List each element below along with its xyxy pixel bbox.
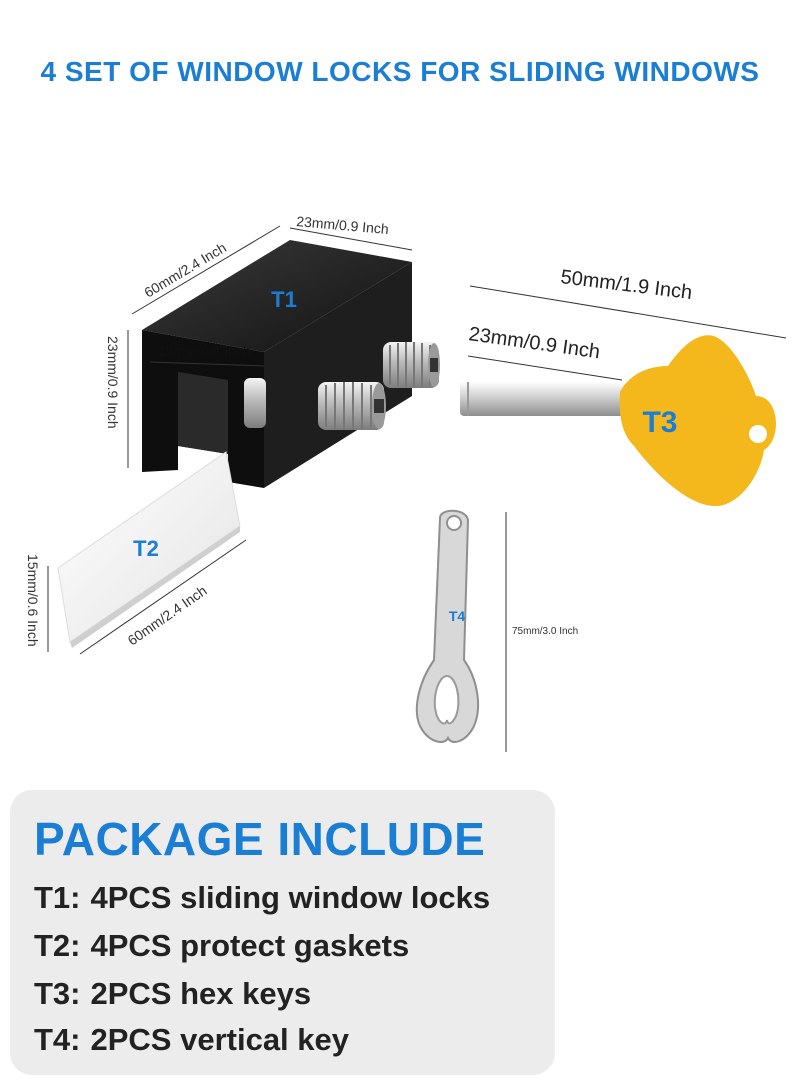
part-label-t2: T2	[133, 536, 159, 561]
package-item-text: 4PCS protect gaskets	[90, 928, 410, 963]
dimension-t2-height: 15mm/0.6 Inch	[25, 554, 41, 647]
dimension-t3-shaft: 23mm/0.9 Inch	[467, 323, 601, 363]
window-lock-t1	[142, 240, 440, 488]
package-heading: PACKAGE INCLUDE	[34, 813, 486, 865]
package-item-code: T2:	[34, 928, 81, 963]
package-item-t3: T3: 2PCS hex keys	[34, 976, 311, 1012]
product-diagram: T1 23mm/0.9 Inch 60mm/2.4 Inch 23mm/0.9 …	[25, 213, 787, 752]
lock-screw	[244, 378, 266, 428]
dimension-t1-height: 23mm/0.9 Inch	[105, 336, 121, 429]
package-item-t1: T1: 4PCS sliding window locks	[34, 880, 490, 916]
package-item-text: 2PCS vertical key	[90, 1022, 350, 1057]
package-item-code: T4:	[34, 1022, 81, 1057]
lock-screw	[318, 382, 386, 430]
dimension-t4-length: 75mm/3.0 Inch	[512, 626, 578, 637]
package-item-text: 4PCS sliding window locks	[90, 880, 491, 915]
part-label-t4: T4	[449, 608, 466, 624]
dimension-t1-gap: 15mm/0.6 Inch	[158, 343, 251, 359]
package-item-t2: T2: 4PCS protect gaskets	[34, 928, 409, 964]
dimension-lines-t3	[467, 285, 787, 381]
dimension-lines-t1	[127, 225, 413, 468]
dimension-lines-t2	[47, 539, 247, 655]
package-item-text: 2PCS hex keys	[90, 976, 312, 1011]
part-label-t1: T1	[271, 287, 297, 312]
vertical-key-t4	[415, 509, 480, 743]
package-item-code: T1:	[34, 880, 81, 915]
part-label-t3: T3	[642, 406, 677, 439]
package-include-panel: PACKAGE INCLUDE T1: 4PCS sliding window l…	[10, 790, 555, 1075]
protect-gasket-t2	[57, 451, 241, 648]
package-item-code: T3:	[34, 976, 81, 1011]
hex-key-t3	[460, 335, 776, 507]
dimension-t3-total: 50mm/1.9 Inch	[559, 266, 693, 304]
package-item-t4: T4: 2PCS vertical key	[34, 1022, 349, 1058]
page-title: 4 SET OF WINDOW LOCKS FOR SLIDING WINDOW…	[40, 56, 760, 87]
lock-screw	[383, 342, 440, 388]
dimension-t1-width: 23mm/0.9 Inch	[296, 213, 390, 237]
